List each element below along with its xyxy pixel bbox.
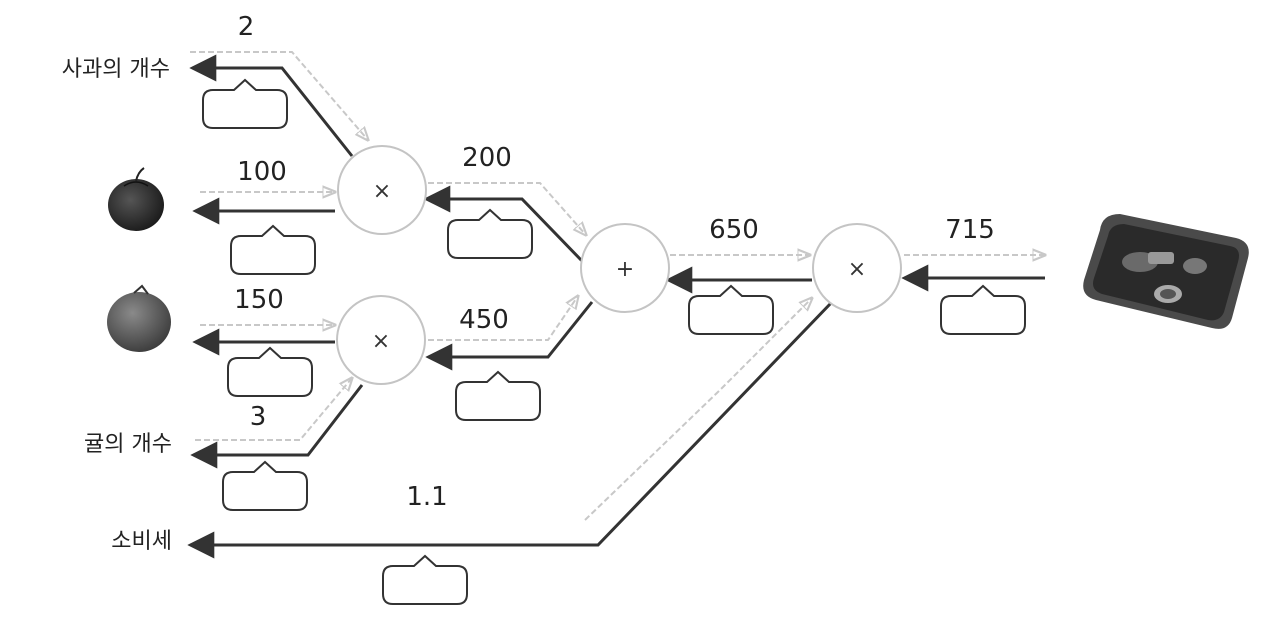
orange-icon — [107, 284, 171, 352]
mul-node-orange-symbol: × — [372, 329, 390, 354]
mul-node-apple-symbol: × — [373, 179, 391, 204]
fwd-tax — [584, 298, 812, 521]
bwd-tax — [187, 300, 834, 559]
forward-value-labels: 2 100 150 3 1.1 200 450 650 715 — [234, 12, 995, 512]
add-node: + — [580, 223, 670, 313]
value-apple-total: 200 — [462, 143, 512, 173]
label-apple-count: 사과의 개수 — [62, 57, 170, 82]
label-orange-count: 귤의 개수 — [84, 432, 172, 457]
value-apple-price: 100 — [237, 157, 287, 187]
grad-box-apple-price — [230, 224, 316, 275]
fwd-orange-count — [195, 378, 352, 441]
grad-box-apple-count — [202, 78, 288, 129]
grad-box-orange-price — [227, 346, 313, 397]
grad-box-orange-total — [455, 370, 541, 421]
backward-arrows — [187, 54, 1045, 559]
bwd-orange-count — [190, 384, 364, 469]
mul-node-orange: × — [336, 295, 426, 385]
fwd-apple-total — [428, 182, 586, 235]
fwd-orange-total — [428, 296, 578, 341]
add-node-symbol: + — [616, 257, 634, 282]
mul-node-apple: × — [337, 145, 427, 235]
grad-box-sum — [688, 284, 774, 335]
apple-icon — [108, 167, 164, 231]
grad-box-output — [940, 284, 1026, 335]
gradient-boxes — [202, 78, 1026, 605]
value-orange-total: 450 — [459, 305, 509, 335]
value-orange-price: 150 — [234, 285, 284, 315]
value-apple-count: 2 — [238, 12, 255, 42]
nodes: × × + × — [336, 145, 902, 385]
value-orange-count: 3 — [250, 402, 267, 432]
bwd-orange-total — [425, 301, 594, 371]
value-tax: 1.1 — [406, 482, 447, 512]
value-output: 715 — [945, 215, 995, 245]
mul-node-tax-symbol: × — [848, 257, 866, 282]
forward-arrows — [190, 51, 1045, 521]
fwd-apple-count — [190, 51, 368, 140]
bwd-apple-count — [189, 54, 354, 157]
row-labels: 사과의 개수 귤의 개수 소비세 — [62, 57, 172, 554]
payment-tray-icon — [1083, 214, 1249, 329]
mul-node-tax: × — [812, 223, 902, 313]
grad-box-apple-total — [447, 208, 533, 259]
bwd-apple-total — [423, 185, 585, 264]
label-tax: 소비세 — [111, 529, 172, 554]
grad-box-tax — [382, 554, 468, 605]
value-sum: 650 — [709, 215, 759, 245]
grad-box-orange-count — [222, 460, 308, 511]
